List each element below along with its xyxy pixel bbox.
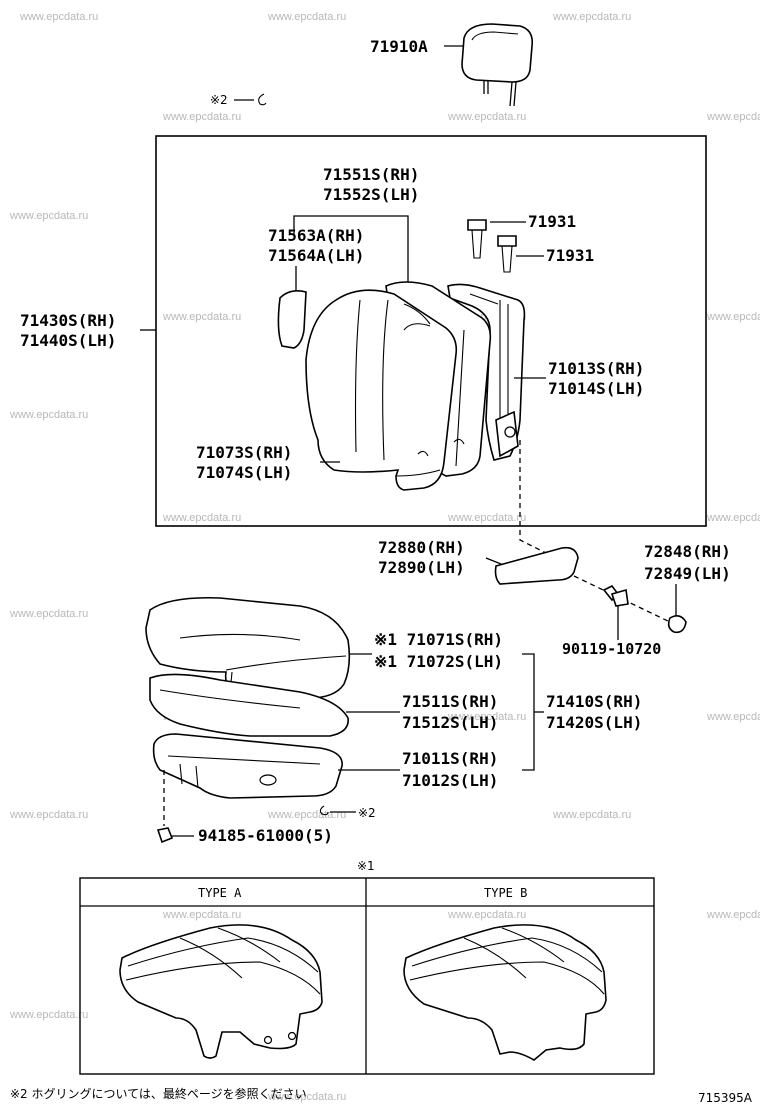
label-71072s: ※1 71072S(LH) — [374, 652, 503, 671]
screw-illustration — [602, 584, 629, 607]
label-71430s: 71430S(RH) — [20, 311, 116, 330]
watermark: www.epcdata.ru — [447, 909, 526, 921]
label-71931-lower: 71931 — [546, 246, 594, 265]
footnote: ※2 ホグリングについては、最終ページを参照ください — [10, 1086, 307, 1101]
watermark: www.epcdata.ru — [267, 809, 346, 821]
label-72848: 72848(RH) — [644, 542, 731, 561]
label-71073s: 71073S(RH) — [196, 443, 292, 462]
label-71552s: 71552S(LH) — [323, 185, 419, 204]
type-table — [79, 877, 655, 1075]
watermark: www.epcdata.ru — [267, 1091, 346, 1103]
hog-ring-icon — [319, 805, 329, 816]
label-ring-bottom: ※2 — [358, 806, 376, 820]
watermark: www.epcdata.ru — [162, 512, 241, 524]
label-71440s: 71440S(LH) — [20, 331, 116, 350]
label-94185: 94185-61000(5) — [198, 826, 333, 845]
label-71012s: 71012S(LH) — [402, 771, 498, 790]
watermark: www.epcdata.ru — [162, 311, 241, 323]
seatback-illustration — [305, 281, 526, 491]
watermark: www.epcdata.ru — [9, 608, 88, 620]
seatback-assembly-box — [155, 135, 707, 527]
watermark: www.epcdata.ru — [162, 909, 241, 921]
watermark: www.epcdata.ru — [706, 311, 760, 323]
watermark: www.epcdata.ru — [9, 210, 88, 222]
watermark: www.epcdata.ru — [9, 409, 88, 421]
watermark: www.epcdata.ru — [9, 809, 88, 821]
label-71074s: 71074S(LH) — [196, 463, 292, 482]
watermark: www.epcdata.ru — [447, 512, 526, 524]
watermark: www.epcdata.ru — [706, 111, 760, 123]
label-71563a: 71563A(RH) — [268, 226, 364, 245]
label-71410s: 71410S(RH) — [546, 692, 642, 711]
watermark: www.epcdata.ru — [706, 512, 760, 524]
label-72880: 72880(RH) — [378, 538, 465, 557]
headrest-illustration — [461, 23, 534, 107]
type-b-header: TYPE B — [484, 886, 527, 900]
label-71420s: 71420S(LH) — [546, 713, 642, 732]
recliner-knob-illustration — [667, 614, 687, 634]
label-71551s: 71551S(RH) — [323, 165, 419, 184]
watermark: www.epcdata.ru — [9, 1009, 88, 1021]
label-90119: 90119-10720 — [562, 640, 661, 658]
type-a-header: TYPE A — [198, 886, 242, 900]
watermark: www.epcdata.ru — [706, 711, 760, 723]
label-71014s: 71014S(LH) — [548, 379, 644, 398]
recliner-cover-illustration — [494, 546, 579, 585]
watermark: www.epcdata.ru — [267, 11, 346, 23]
hog-ring-icon — [258, 93, 267, 106]
drawing-number: 715395A — [698, 1091, 753, 1105]
watermark: www.epcdata.ru — [706, 909, 760, 921]
label-71564a: 71564A(LH) — [268, 246, 364, 265]
watermark: www.epcdata.ru — [552, 809, 631, 821]
type-b-cover-illustration — [403, 924, 607, 1061]
watermark: www.epcdata.ru — [19, 11, 98, 23]
watermark: www.epcdata.ru — [447, 711, 526, 723]
label-72890: 72890(LH) — [378, 558, 465, 577]
label-headrest: 71910A — [370, 37, 428, 56]
label-72849: 72849(LH) — [644, 564, 731, 583]
watermark: www.epcdata.ru — [162, 111, 241, 123]
side-garnish-illustration — [277, 290, 307, 349]
nut-illustration — [156, 827, 174, 844]
label-71013s: 71013S(RH) — [548, 359, 644, 378]
label-71511s: 71511S(RH) — [402, 692, 498, 711]
label-71512s: 71512S(LH) — [402, 713, 498, 732]
label-ring-top: ※2 — [210, 93, 228, 107]
type-a-cover-illustration — [119, 924, 323, 1059]
headrest-guide-illustration — [467, 219, 517, 273]
seat-cushion-illustration — [145, 596, 351, 799]
watermark: www.epcdata.ru — [447, 111, 526, 123]
table-note-mark: ※1 — [357, 859, 375, 873]
label-71931-upper: 71931 — [528, 212, 576, 231]
label-71071s: ※1 71071S(RH) — [374, 630, 503, 649]
watermark: www.epcdata.ru — [552, 11, 631, 23]
label-71011s: 71011S(RH) — [402, 749, 498, 768]
